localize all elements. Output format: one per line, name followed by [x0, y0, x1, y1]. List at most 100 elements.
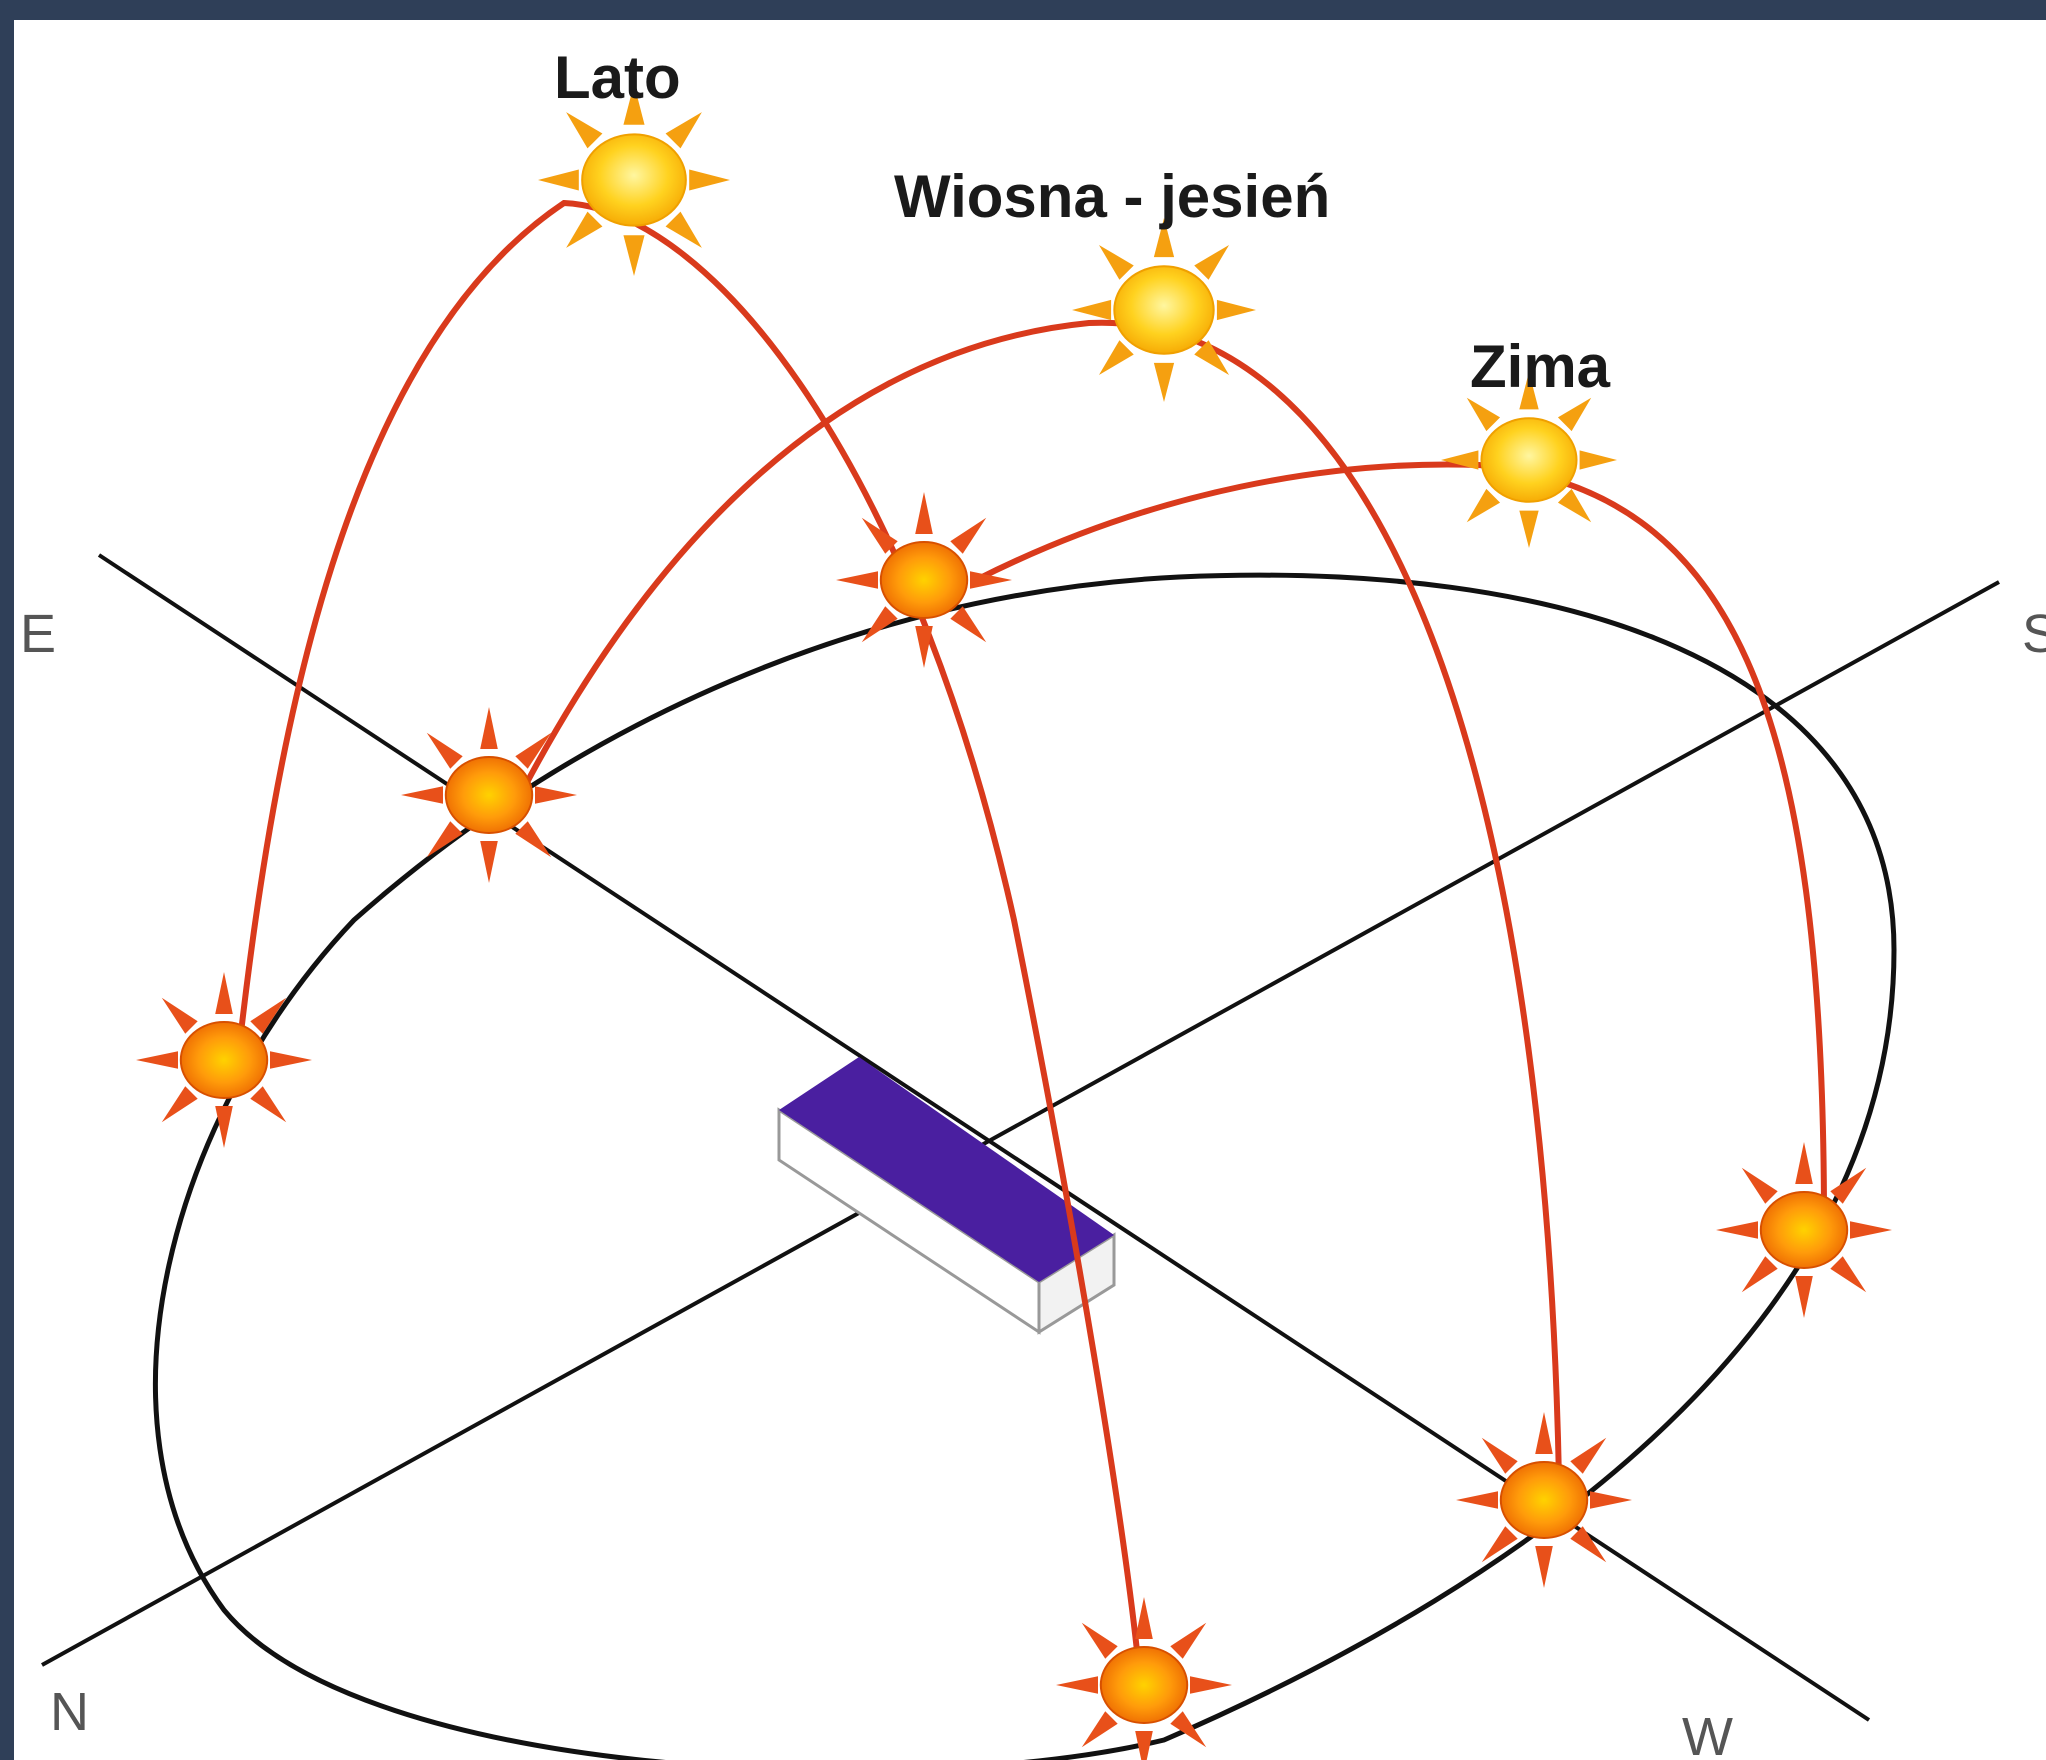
sun-disc [1113, 265, 1215, 355]
sun-ray [1466, 397, 1501, 432]
sun-ray [535, 786, 577, 804]
sun-ray [1830, 1167, 1867, 1204]
sun-equinox-sunrise-icon [401, 707, 577, 883]
sun-ray [1170, 1711, 1207, 1748]
label-south: S [2022, 604, 2046, 664]
sun-ray [1194, 340, 1230, 376]
sun-disc [1480, 417, 1578, 503]
sun-ray [401, 786, 443, 804]
sun-ray [480, 707, 498, 749]
sun-ray [1098, 244, 1134, 280]
winter-sun-path [974, 461, 1827, 1221]
sun-ray [250, 1086, 287, 1123]
sun-ray [1795, 1142, 1813, 1184]
sun-ray [1535, 1546, 1553, 1588]
sun-ray [480, 841, 498, 883]
sun-ray [1056, 1676, 1098, 1694]
sun-ray [1557, 397, 1592, 432]
sun-ray [1579, 450, 1617, 470]
sun-ray [136, 1051, 178, 1069]
sun-winter-sunrise-icon [836, 492, 1012, 668]
label-east: E [20, 604, 56, 664]
horizon-ellipse [152, 572, 1897, 1760]
sun-ray [665, 112, 702, 149]
sun-ray [915, 492, 933, 534]
sun-equinox-noon-icon [1072, 218, 1256, 402]
sun-ray [861, 517, 898, 554]
sun-ray [1153, 218, 1175, 258]
sun-ray [1590, 1491, 1632, 1509]
sun-ray [1098, 340, 1134, 376]
sun-summer-sunrise-icon [136, 972, 312, 1148]
sun-ray [1081, 1622, 1118, 1659]
solar-panel [779, 1057, 1114, 1282]
sun-disc [1099, 1646, 1189, 1724]
sun-ray [1535, 1412, 1553, 1454]
sun-path-diagram: Lato Wiosna - jesień Zima E S N W [20, 44, 2046, 1760]
sun-ray [538, 169, 579, 191]
sun-ray [1135, 1731, 1153, 1760]
sun-ray [1153, 362, 1175, 402]
sun-ray [270, 1051, 312, 1069]
sun-ray [1557, 488, 1592, 523]
sun-disc [879, 541, 969, 619]
sun-ray [970, 571, 1012, 589]
sun-ray [215, 972, 233, 1014]
sun-ray [1519, 510, 1539, 548]
sun-ray [1170, 1622, 1207, 1659]
sun-ray [1795, 1276, 1813, 1318]
label-equinox: Wiosna - jesień [894, 163, 1330, 230]
summer-sun-path [236, 199, 1142, 1671]
sun-ray [1741, 1167, 1778, 1204]
sun-disc [1499, 1461, 1589, 1539]
label-winter: Zima [1470, 333, 1611, 400]
sun-ray [861, 606, 898, 643]
east-west-axis [97, 553, 1871, 1722]
sun-summer-noon-icon [538, 84, 730, 276]
sun-ray [1194, 244, 1230, 280]
sun-ray [1135, 1597, 1153, 1639]
sun-ray [515, 821, 552, 858]
sun-ray [1741, 1256, 1778, 1293]
sun-ray [1570, 1437, 1607, 1474]
sun-ray [1441, 450, 1479, 470]
sun-ray [1466, 488, 1501, 523]
sun-equinox-sunset-icon [1456, 1412, 1632, 1588]
diagram-frame: Lato Wiosna - jesień Zima E S N W [14, 20, 2046, 1760]
sun-ray [665, 211, 702, 248]
sun-ray [515, 732, 552, 769]
sun-ray [623, 84, 645, 125]
label-west: W [1682, 1707, 1733, 1760]
sun-ray [1481, 1437, 1518, 1474]
sun-ray [250, 997, 287, 1034]
sun-ray [161, 997, 198, 1034]
sun-disc [444, 756, 534, 834]
sun-ray [1481, 1526, 1518, 1563]
north-south-axis [41, 580, 2000, 1667]
sun-ray [1519, 372, 1539, 410]
sun-ray [1716, 1221, 1758, 1239]
sun-disc [179, 1021, 269, 1099]
sun-ray [161, 1086, 198, 1123]
sun-ray [836, 571, 878, 589]
label-summer: Lato [554, 44, 681, 111]
sun-ray [689, 169, 730, 191]
sun-disc [1759, 1191, 1849, 1269]
sun-ray [950, 517, 987, 554]
sun-ray [1216, 299, 1256, 321]
sun-ray [1570, 1526, 1607, 1563]
sun-ray [1850, 1221, 1892, 1239]
sun-ray [566, 211, 603, 248]
sun-ray [426, 732, 463, 769]
sun-ray [566, 112, 603, 149]
solar-panel-building [777, 1057, 1116, 1335]
sun-ray [623, 235, 645, 276]
sun-ray [1190, 1676, 1232, 1694]
sun-ray [1830, 1256, 1867, 1293]
sun-ray [950, 606, 987, 643]
sun-ray [1081, 1711, 1118, 1748]
sun-disc [581, 133, 687, 227]
suns-group [136, 84, 1892, 1760]
sun-winter-sunset-icon [1716, 1142, 1892, 1318]
sun-ray [915, 626, 933, 668]
